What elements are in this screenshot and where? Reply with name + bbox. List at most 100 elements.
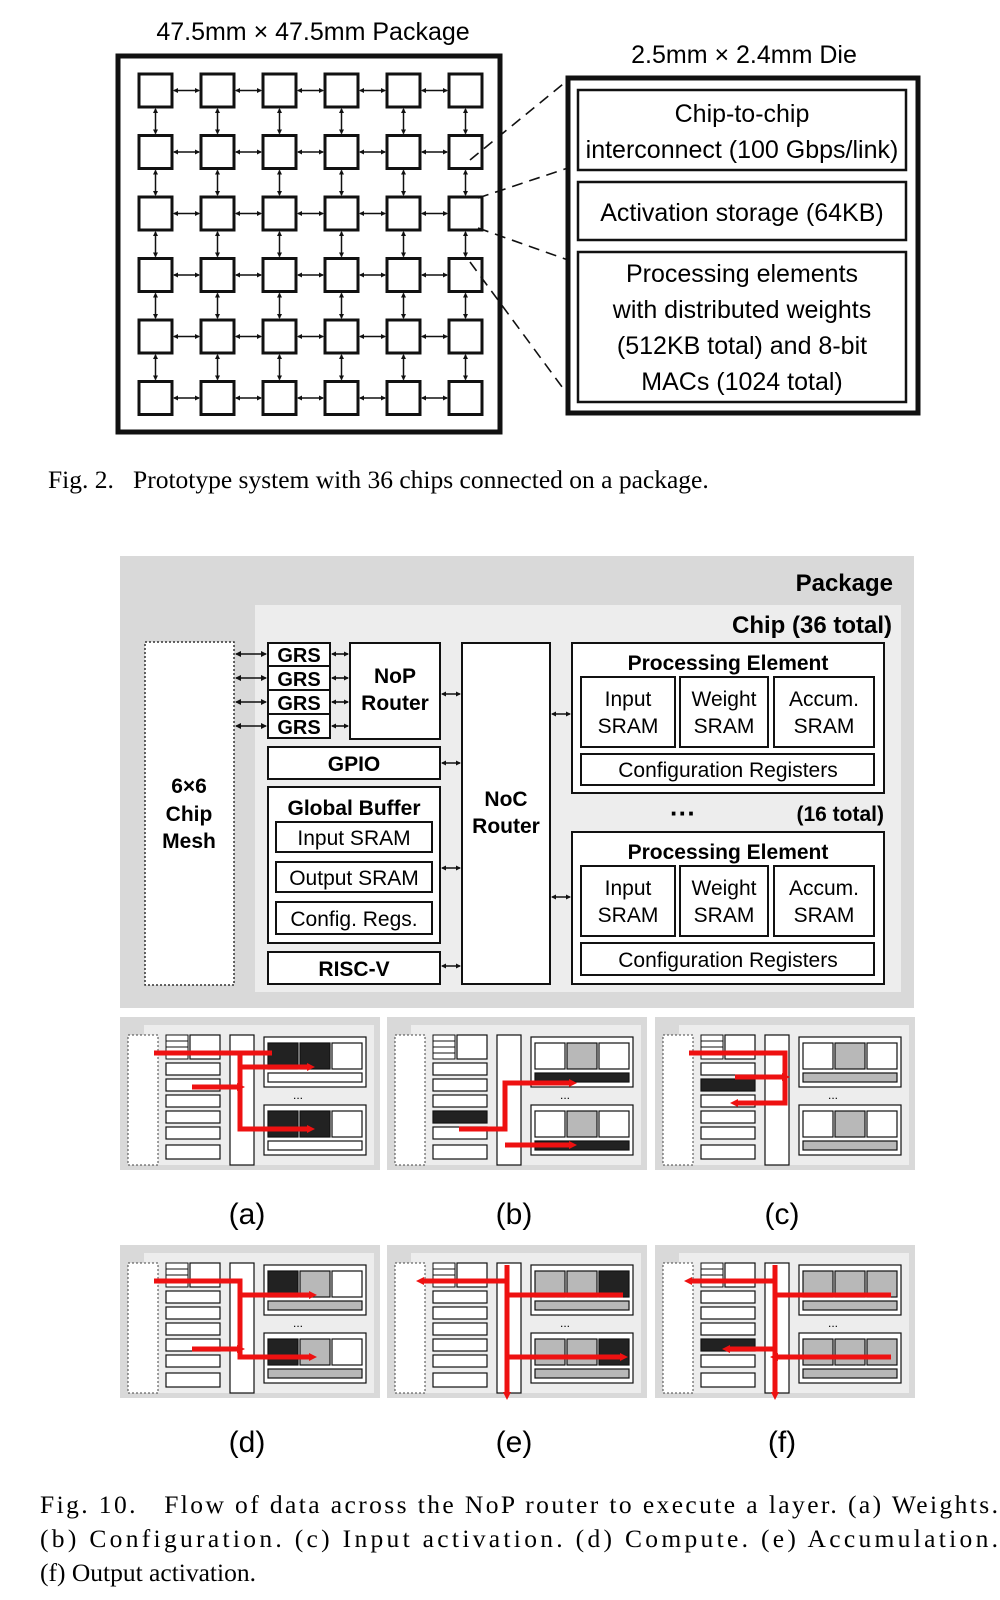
fig10-caption-line2: (b) Configuration. (c) Input activation.… bbox=[40, 1524, 998, 1553]
chip-cell bbox=[447, 134, 484, 170]
pe-accum-sram-line1: Accum. bbox=[789, 688, 859, 711]
flow-mesh bbox=[127, 1262, 159, 1394]
nop-router-box bbox=[349, 642, 441, 740]
flow-left-block bbox=[700, 1110, 756, 1124]
riscv-label: RISC-V bbox=[318, 958, 389, 981]
chip-cell bbox=[447, 318, 484, 355]
chip-cell bbox=[199, 380, 236, 416]
die-pe-box bbox=[576, 250, 908, 404]
flow-label-a: (a) bbox=[229, 1198, 266, 1231]
grs-label: GRS bbox=[277, 669, 320, 691]
pe-input-sram-line1: Input bbox=[605, 877, 652, 900]
flow-pe-sram bbox=[866, 1110, 898, 1138]
flow-left-block bbox=[432, 1062, 488, 1076]
pe-input-sram-line1: Input bbox=[605, 688, 652, 711]
chip-cell bbox=[137, 134, 174, 170]
flow-grs bbox=[432, 1040, 456, 1048]
chip-cell bbox=[261, 195, 298, 232]
flow-left-block bbox=[165, 1322, 221, 1336]
flow-pe-config bbox=[534, 1300, 630, 1311]
fig2-caption: Fig. 2. Prototype system with 36 chips c… bbox=[48, 465, 709, 494]
config-regs-label: Config. Regs. bbox=[290, 908, 417, 931]
flow-left-block bbox=[700, 1290, 756, 1304]
gpio-label: GPIO bbox=[328, 753, 381, 776]
die-pe-line4: MACs (1024 total) bbox=[641, 368, 842, 396]
flow-pe-sram bbox=[598, 1338, 630, 1366]
die-pe-line3: (512KB total) and 8-bit bbox=[617, 332, 867, 360]
flow-left-block bbox=[432, 1290, 488, 1304]
flow-grs bbox=[165, 1262, 189, 1270]
flow-pe-sram bbox=[834, 1110, 866, 1138]
fig10-caption-line3: (f) Output activation. bbox=[40, 1558, 256, 1587]
package-outline bbox=[115, 53, 503, 435]
flow-pe-config bbox=[802, 1140, 898, 1151]
flow-grs bbox=[432, 1268, 456, 1276]
pe-ellipsis: ··· bbox=[670, 798, 696, 828]
die-interconnect-line1: Chip-to-chip bbox=[675, 100, 810, 128]
chip-cell bbox=[385, 195, 422, 232]
input-sram-box bbox=[275, 821, 433, 853]
flow-mesh bbox=[394, 1262, 426, 1394]
flow-left-block bbox=[700, 1126, 756, 1140]
flow-grs bbox=[432, 1046, 456, 1054]
chip-cell bbox=[323, 318, 360, 355]
grs-box bbox=[267, 713, 331, 739]
flow-pe-sram bbox=[299, 1338, 331, 1366]
flow-pe-sram bbox=[331, 1042, 363, 1070]
block-diagram: Package Chip (36 total) 6×6 Chip Mesh GR… bbox=[120, 556, 914, 1008]
flow-pe-sram bbox=[802, 1042, 834, 1070]
flow-pe-sram bbox=[267, 1110, 299, 1138]
flow-panel: ... bbox=[387, 1245, 647, 1400]
grs-label: GRS bbox=[277, 645, 320, 667]
chip-cell bbox=[385, 134, 422, 170]
flow-label-d: (d) bbox=[229, 1426, 266, 1459]
flow-left-block bbox=[432, 1144, 488, 1160]
flow-left-block bbox=[165, 1144, 221, 1160]
chip-mesh-line2: Chip bbox=[166, 803, 213, 826]
flow-left-block bbox=[432, 1306, 488, 1320]
flow-pe-ellipsis: ... bbox=[293, 1316, 303, 1330]
flow-pe-config bbox=[267, 1140, 363, 1151]
flow-left-block bbox=[165, 1094, 221, 1108]
chip-cell bbox=[137, 72, 174, 109]
flow-pe-sram bbox=[566, 1042, 598, 1070]
flow-panel: ... bbox=[387, 1017, 647, 1170]
grs-label: GRS bbox=[277, 717, 320, 739]
flow-grs bbox=[165, 1268, 189, 1276]
chip-cell bbox=[447, 257, 484, 293]
chip-cell bbox=[261, 72, 298, 109]
flow-left-block bbox=[432, 1094, 488, 1108]
flow-pe-sram bbox=[331, 1110, 363, 1138]
zoom-dashed-lines bbox=[469, 79, 569, 396]
chip-cell bbox=[261, 380, 298, 416]
flow-grs bbox=[432, 1034, 456, 1042]
grs-box bbox=[267, 665, 331, 691]
flow-pe-sram bbox=[866, 1042, 898, 1070]
chip-cell bbox=[447, 72, 484, 109]
flow-red-arrow bbox=[459, 1079, 577, 1132]
flow-pe-sram bbox=[598, 1110, 630, 1138]
chip-cell bbox=[199, 257, 236, 293]
flow-grs bbox=[432, 1262, 456, 1270]
chip-cell bbox=[137, 257, 174, 293]
grs-box bbox=[267, 689, 331, 715]
chip-cell bbox=[261, 257, 298, 293]
pe-accum-sram-top bbox=[773, 676, 875, 748]
die-activation-box bbox=[576, 180, 908, 242]
flow-grs bbox=[432, 1052, 456, 1060]
chip-cell bbox=[447, 195, 484, 232]
pe-input-sram-line2: SRAM bbox=[598, 904, 659, 927]
chip-cell bbox=[385, 318, 422, 355]
flow-left-block bbox=[165, 1062, 221, 1076]
flow-left-block bbox=[700, 1062, 756, 1076]
flow-pe-config bbox=[267, 1368, 363, 1379]
chip-label: Chip (36 total) bbox=[732, 612, 892, 639]
grs-label: GRS bbox=[277, 693, 320, 715]
flow-pe-sram bbox=[534, 1338, 566, 1366]
package-size-label: 47.5mm × 47.5mm Package bbox=[156, 18, 469, 46]
pe-total-label: (16 total) bbox=[796, 803, 884, 826]
flow-red-arrow bbox=[154, 1050, 310, 1129]
pe-config-bottom bbox=[580, 942, 875, 976]
chip-cell bbox=[199, 134, 236, 170]
chip-cell bbox=[137, 195, 174, 232]
